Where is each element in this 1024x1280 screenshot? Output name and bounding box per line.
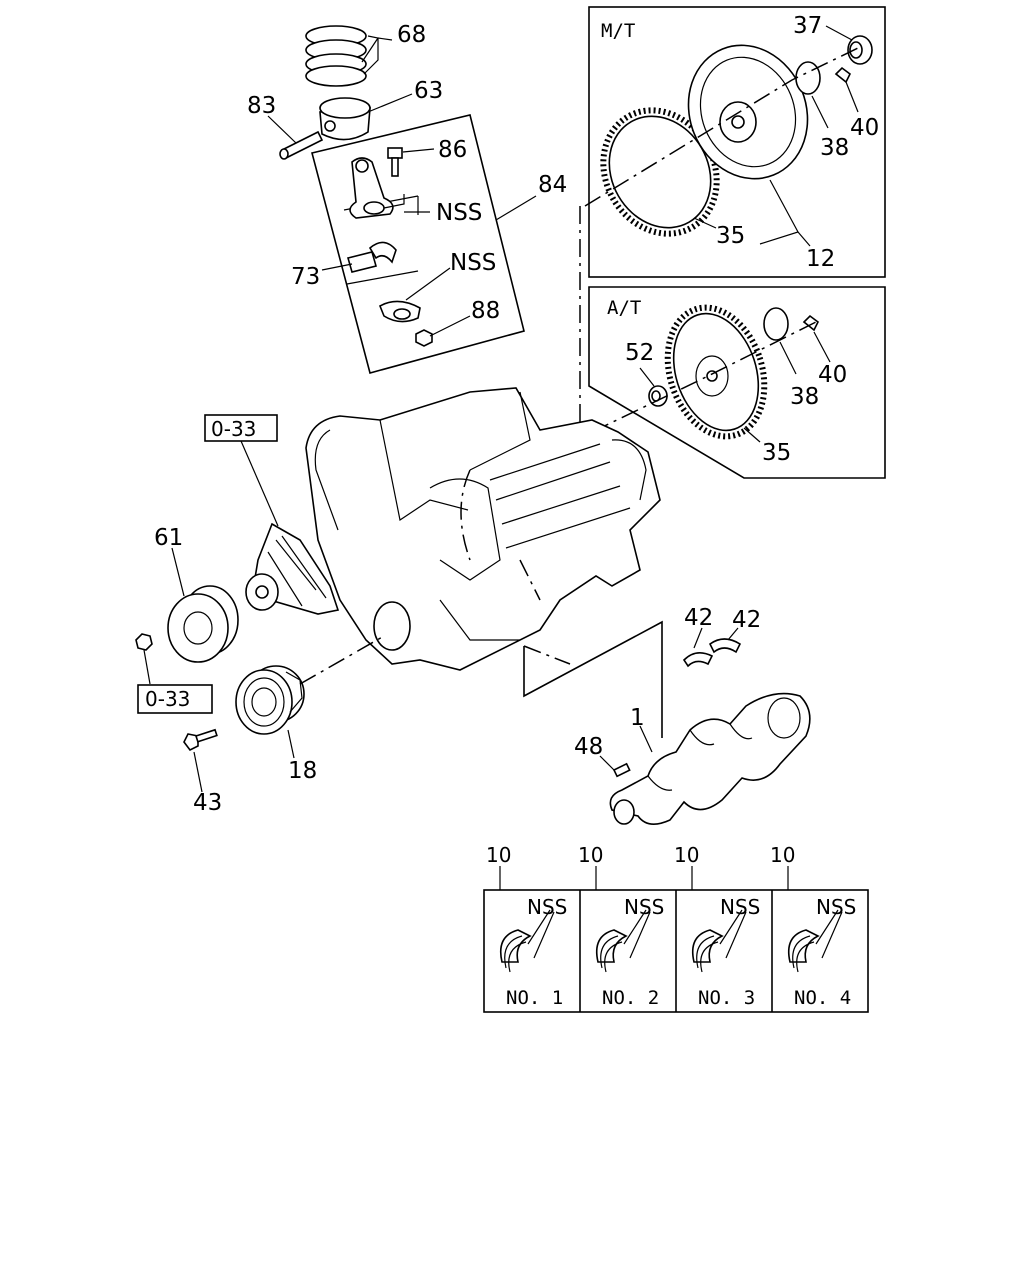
label-40-at: 40 [818, 362, 847, 388]
rod-bearing [347, 241, 397, 273]
rings-leader [361, 35, 393, 75]
piston [319, 97, 371, 141]
label-35-at: 35 [762, 440, 791, 466]
label-48: 48 [574, 734, 603, 760]
label-nss-rod: NSS [436, 200, 482, 226]
pulley-nut [135, 633, 153, 651]
crank-pulley [235, 665, 305, 735]
mt-flywheel [687, 44, 809, 180]
bearing-2-nss: NSS [624, 895, 664, 919]
label-37: 37 [793, 13, 822, 39]
bearing-cell-2: 10 NSS NO. 2 [578, 843, 664, 1009]
mt-box-title: M/T [601, 20, 635, 42]
engine-block [305, 387, 661, 671]
label-52: 52 [625, 340, 654, 366]
crank-pulley-bolt [183, 728, 218, 752]
bearing-1-nss: NSS [527, 895, 567, 919]
label-1: 1 [630, 705, 645, 731]
label-42b: 42 [732, 607, 761, 633]
piston-pin [279, 130, 324, 160]
bearing-4-name: NO. 4 [794, 987, 851, 1009]
piston-rings [305, 25, 367, 87]
mt-box [588, 6, 886, 278]
label-nss-cap: NSS [450, 250, 496, 276]
rod-assembly-frame [311, 114, 525, 374]
label-18: 18 [288, 758, 317, 784]
label-83: 83 [247, 93, 276, 119]
timing-bracket [245, 522, 340, 615]
label-43: 43 [193, 790, 222, 816]
label-12: 12 [806, 246, 835, 272]
label-86: 86 [438, 137, 467, 163]
ref-box-bottom [137, 684, 213, 714]
label-63: 63 [414, 78, 443, 104]
label-68: 68 [397, 22, 426, 48]
at-box [588, 286, 886, 479]
label-73: 73 [291, 264, 320, 290]
main-bearings-table [483, 889, 869, 1013]
bearing-1-shell [499, 929, 532, 973]
ref-label-top: 0-33 [211, 417, 256, 441]
label-35-mt: 35 [716, 223, 745, 249]
bearing-4-nss: NSS [816, 895, 856, 919]
mt-plate [795, 61, 821, 95]
bearing-cell-3: 10 NSS NO. 3 [674, 843, 760, 1009]
mt-bolt [834, 66, 852, 84]
bearing-2-shell [595, 929, 628, 973]
label-40-mt: 40 [850, 115, 879, 141]
rod-cap [378, 300, 421, 323]
at-box-title: A/T [607, 297, 641, 319]
label-38-at: 38 [790, 384, 819, 410]
label-88: 88 [471, 298, 500, 324]
label-84: 84 [538, 172, 567, 198]
crankshaft [609, 692, 811, 825]
bearing-1-name: NO. 1 [506, 987, 563, 1009]
label-38-mt: 38 [820, 135, 849, 161]
at-bolt [802, 314, 820, 332]
ref-label-bottom: 0-33 [145, 687, 190, 711]
bearing-2-callout: 10 [578, 843, 603, 867]
bearing-2-name: NO. 2 [602, 987, 659, 1009]
mt-pilot-bearing [847, 35, 873, 65]
rod-bolt [387, 147, 403, 177]
at-plate [763, 307, 789, 341]
bearing-3-shell [691, 929, 724, 973]
bearing-3-callout: 10 [674, 843, 699, 867]
water-pump-pulley [167, 585, 239, 663]
bearing-3-name: NO. 3 [698, 987, 755, 1009]
bearing-1-callout: 10 [486, 843, 511, 867]
rod-nut [415, 329, 433, 347]
connecting-rod [349, 157, 394, 219]
bearing-4-callout: 10 [770, 843, 795, 867]
label-42a: 42 [684, 605, 713, 631]
bearing-4-shell [787, 929, 820, 973]
thrust-washers [682, 638, 742, 668]
label-61: 61 [154, 525, 183, 551]
bearing-cell-4: 10 NSS NO. 4 [770, 843, 856, 1009]
bearing-3-nss: NSS [720, 895, 760, 919]
bearing-cell-1: 10 NSS NO. 1 [486, 843, 567, 1009]
